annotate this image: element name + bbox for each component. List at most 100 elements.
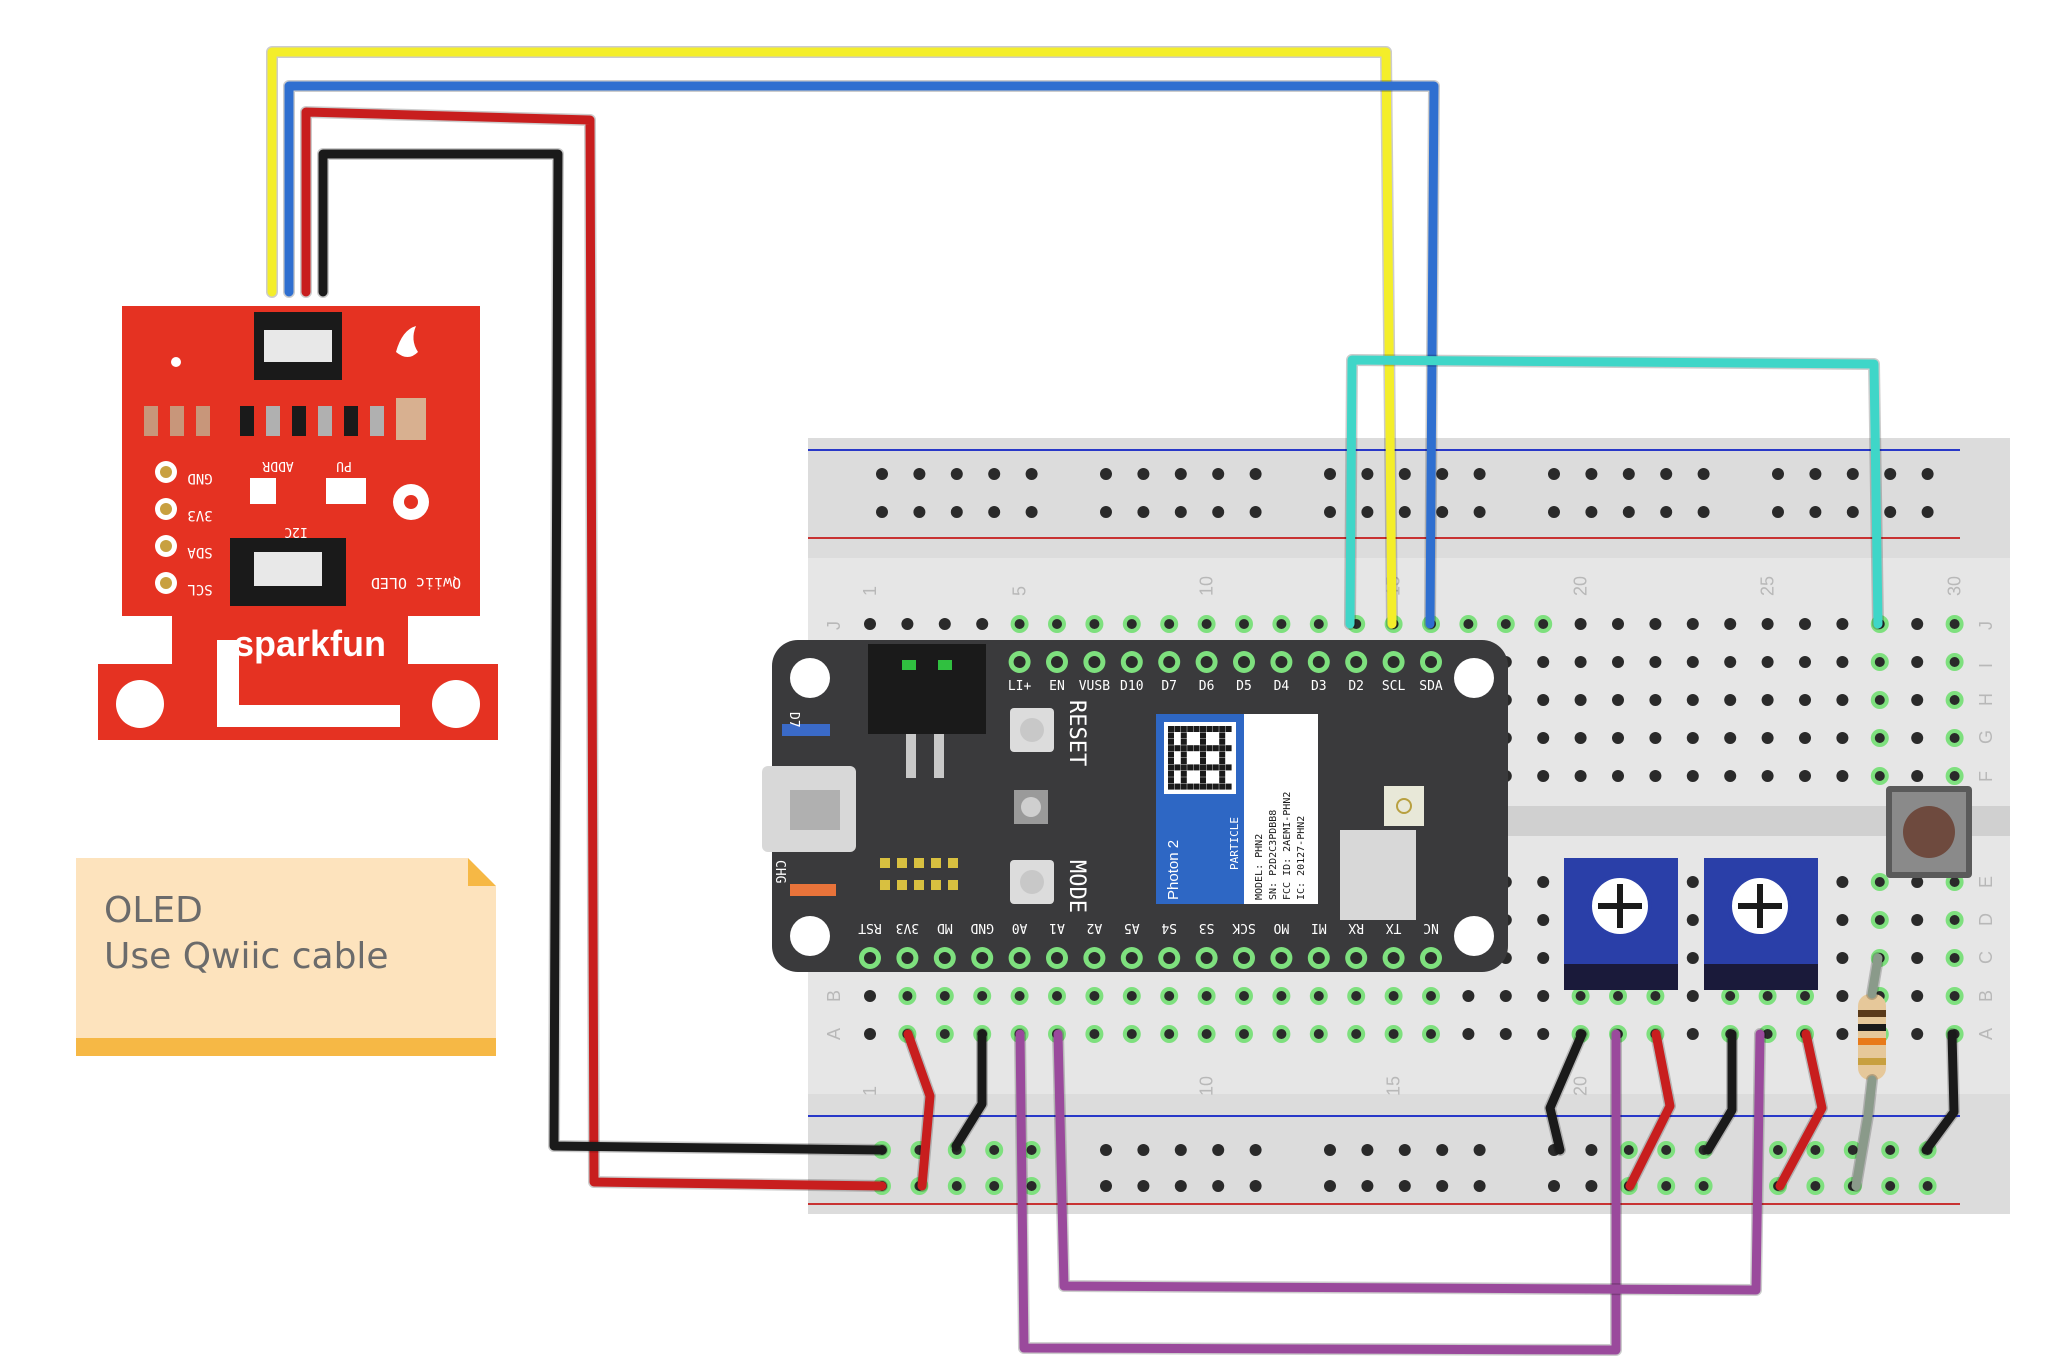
rail-hole	[1398, 468, 1411, 480]
wire-red-pot1[interactable]	[1625, 1029, 1675, 1191]
rail-hole	[1622, 506, 1635, 518]
column-number-bottom: 15	[1384, 1076, 1404, 1096]
rail-hole	[1398, 506, 1411, 518]
breadboard-hole	[1612, 694, 1624, 706]
photon-bottom-pin-label: A1	[1049, 920, 1065, 935]
wire-red-photon-3v3[interactable]	[903, 1029, 935, 1191]
push-button-cap[interactable]	[1903, 806, 1955, 858]
rail-hole	[1846, 506, 1859, 518]
photon-bottom-pin-label: GND	[970, 920, 994, 935]
wire-black-photon-gnd[interactable]	[951, 1029, 987, 1151]
breadboard-hole-center	[1089, 1029, 1100, 1039]
breadboard-hole-center	[1014, 991, 1025, 1001]
breadboard-hole-center	[1949, 877, 1960, 887]
rail-hole	[1361, 1144, 1374, 1156]
photon-bottom-pin-label: MD	[937, 920, 953, 935]
breadboard-hole	[1649, 732, 1662, 744]
data-matrix-cell	[1219, 751, 1226, 758]
breadboard-hole	[1537, 656, 1550, 668]
wire-resistor-top[interactable]	[1867, 953, 1883, 999]
breadboard-hole-center	[1201, 619, 1212, 629]
breadboard-hole-center	[1874, 733, 1885, 743]
qwiic-connector-top-inner	[264, 330, 332, 362]
data-matrix-cell	[1200, 738, 1206, 745]
push-button[interactable]	[1886, 786, 1972, 878]
wire-red-pot2[interactable]	[1775, 1029, 1827, 1191]
row-letter-right: H	[1976, 693, 1996, 706]
smd-component	[292, 406, 306, 436]
wire-black-pot2[interactable]	[1703, 1029, 1737, 1155]
rail-hole	[1174, 506, 1187, 518]
breadboard-hole	[1911, 694, 1924, 706]
rail-hole	[1884, 506, 1897, 518]
breadboard-hole	[1724, 618, 1737, 630]
rail-hole	[1772, 506, 1784, 518]
wire-blue-sda[interactable]	[284, 81, 1439, 629]
data-matrix-cell	[1200, 758, 1206, 764]
data-matrix-cell	[1212, 764, 1219, 771]
data-matrix-cell	[1187, 783, 1194, 790]
wire-resistor-bottom[interactable]	[1851, 1075, 1877, 1191]
data-matrix-cell	[1180, 751, 1187, 758]
mode-button-cap[interactable]	[1020, 870, 1044, 894]
fiducial-mark	[171, 357, 181, 367]
breadboard-hole-center	[1538, 619, 1549, 629]
breadboard-hole-center	[1874, 695, 1885, 705]
photon-bottom-pin-center	[864, 952, 876, 964]
wire-purple-a0[interactable]	[1015, 1029, 1621, 1355]
wire-purple-a1[interactable]	[1053, 1029, 1765, 1295]
breadboard-hole	[1537, 876, 1550, 888]
wire-black-gnd[interactable]	[318, 149, 887, 1155]
resistor-band-4	[1858, 1058, 1886, 1065]
breadboard-hole	[1724, 694, 1737, 706]
breadboard-hole	[1686, 952, 1699, 964]
data-matrix-cell	[1219, 764, 1226, 771]
rail-hole	[1660, 506, 1673, 518]
breadboard-hole-center	[1201, 1029, 1212, 1039]
rail-hole	[1361, 1180, 1374, 1192]
wire-yellow-scl[interactable]	[267, 47, 1397, 629]
data-matrix-cell	[1168, 758, 1174, 764]
mode-label: MODE	[1064, 860, 1089, 913]
rail-hole	[1398, 1180, 1411, 1192]
resistor-band-3	[1858, 1038, 1886, 1045]
breadboard-hole	[1761, 694, 1774, 706]
breadboard-hole	[1911, 876, 1924, 888]
column-number-top: 30	[1945, 576, 1965, 596]
sparkfun-logo: sparkfun	[234, 623, 386, 664]
row-letter-left: B	[824, 990, 844, 1002]
data-matrix-cell	[1200, 777, 1206, 784]
wire-red-3v3[interactable]	[301, 107, 887, 1191]
data-matrix-cell	[1187, 726, 1194, 732]
breadboard-hole	[1799, 694, 1811, 706]
reset-button-cap[interactable]	[1020, 718, 1044, 742]
photon-bottom-pin-label: A0	[1012, 920, 1028, 935]
potentiometer-1[interactable]	[1564, 858, 1678, 990]
rail-hole	[988, 506, 1001, 518]
wire-black-pot1[interactable]	[1545, 1029, 1587, 1155]
photon-top-pin-center	[1163, 656, 1176, 668]
addr-label: ADDR	[262, 458, 293, 473]
breadboard-hole	[1761, 618, 1774, 630]
oled-pin-label: SCL	[187, 581, 212, 597]
potentiometer-2[interactable]	[1704, 858, 1818, 990]
photon-top-pin-center	[1425, 656, 1437, 668]
breadboard-hole-center	[1613, 991, 1623, 1001]
rail-hole	[876, 468, 888, 480]
note-card: OLED Use Qwiic cable	[76, 858, 496, 1056]
data-matrix-cell	[1200, 783, 1206, 790]
breadboard-hole-center	[1014, 619, 1025, 629]
rail-hole	[1772, 468, 1784, 480]
wire-black-button[interactable]	[1921, 1029, 1959, 1155]
oled-pin-label: GND	[187, 470, 212, 486]
note-fold	[468, 858, 496, 886]
debug-header-pin	[914, 858, 924, 868]
wire-cyan-d2[interactable]	[1345, 355, 1883, 629]
note-text: OLED Use Qwiic cable	[104, 888, 389, 980]
breadboard-hole	[1574, 770, 1587, 782]
breadboard-hole	[1686, 770, 1699, 782]
breadboard-hole	[1537, 914, 1550, 926]
rail-hole	[1697, 506, 1710, 518]
oled-pin-center	[160, 540, 172, 552]
